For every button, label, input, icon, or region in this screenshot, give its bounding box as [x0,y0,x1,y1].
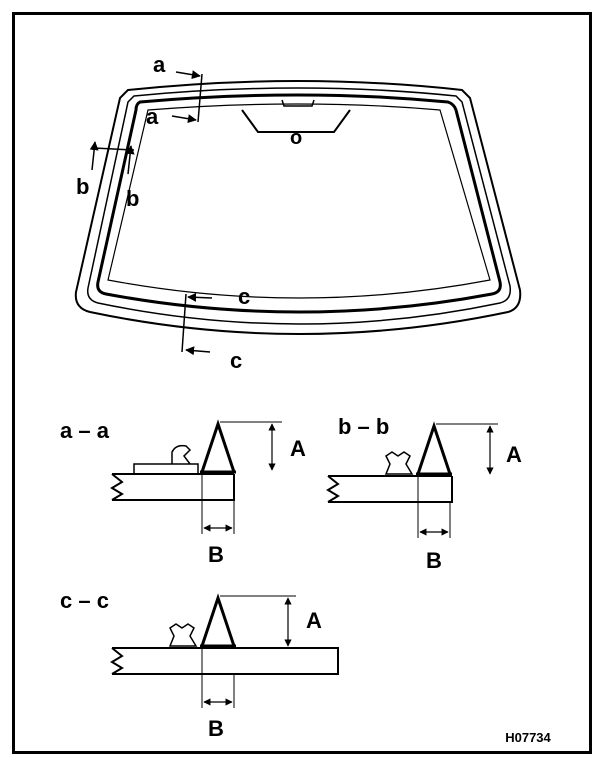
windshield-molding [96,93,502,314]
section-c-title: c – c [60,588,109,613]
section-c: c – c A B [60,588,339,741]
arrow-a-top [175,70,201,80]
section-a-height-label: A [290,436,306,461]
section-c-width-label: B [208,716,224,741]
label-c-bottom: c [230,348,242,373]
section-cuts [89,70,213,356]
label-b-left: b [76,174,89,199]
section-c-clip [168,623,198,647]
section-a-break [110,473,124,501]
arrow-c-top [187,292,213,302]
section-b-height-label: A [506,442,522,467]
section-a-flange [133,463,199,475]
section-c-panel [112,647,339,675]
cut-line-c [181,293,187,353]
section-b-panel [328,475,453,503]
mirror-base-outline [241,109,351,133]
section-a-width-label: B [208,542,224,567]
section-b-break [326,475,340,503]
section-b-clip [384,451,414,475]
windshield-outer-edge [74,80,522,335]
section-c-height-label: A [306,608,322,633]
label-c-top: c [238,284,250,309]
section-b-width-label: B [426,548,442,573]
windshield-inner-line [86,87,512,325]
section-a-clip [171,444,192,465]
arrow-b-right [125,145,135,175]
section-a: a – a A B [60,418,306,567]
windshield-glass-edge [107,103,491,299]
section-a-title: a – a [60,418,110,443]
section-a-panel [112,473,235,501]
section-b: b – b A B [326,414,522,573]
arrow-b-left [89,141,99,171]
section-b-title: b – b [338,414,389,439]
mirror-tab [281,99,315,107]
section-c-break [110,647,124,675]
label-a-bottom: a [146,104,159,129]
cut-line-a [197,73,203,123]
figure-code: H07734 [505,730,551,745]
label-b-right: b [126,186,139,211]
section-a-triangle [199,419,237,474]
windshield [74,80,522,335]
mirror-mark: o [290,127,302,149]
section-b-triangle [415,421,453,476]
section-c-triangle [199,593,237,648]
arrow-a-bottom [171,114,197,124]
label-a-top: a [153,52,166,77]
arrow-c-bottom [185,346,211,356]
figure-frame [12,12,592,754]
